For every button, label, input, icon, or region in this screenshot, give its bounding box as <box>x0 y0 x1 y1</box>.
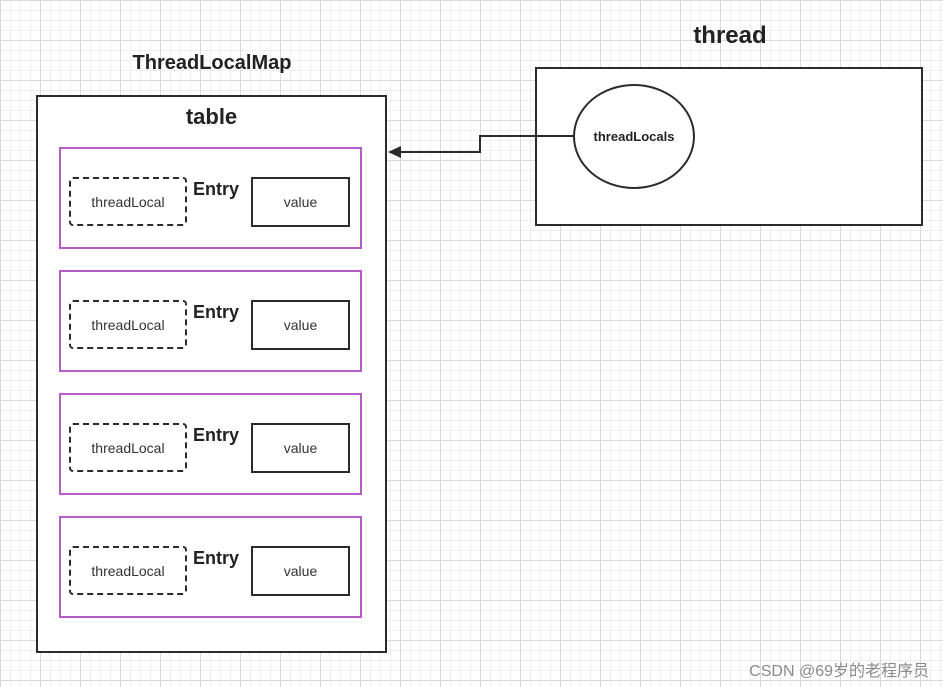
thread-title: thread <box>693 22 767 49</box>
value-box: value <box>251 423 350 473</box>
entry-label: Entry <box>193 548 240 568</box>
entry-box: threadLocal Entry value <box>59 270 362 372</box>
value-box: value <box>251 546 350 596</box>
entry-label: Entry <box>193 302 240 322</box>
value-box: value <box>251 177 350 227</box>
arrowhead-icon <box>388 146 401 158</box>
entry-label: Entry <box>193 425 240 445</box>
threadlocals-ellipse: threadLocals <box>573 84 695 189</box>
threadlocal-key-box: threadLocal <box>69 177 187 226</box>
value-box: value <box>251 300 350 350</box>
table-title: table <box>185 104 238 129</box>
threadlocal-key-box: threadLocal <box>69 423 187 472</box>
entry-box: threadLocal Entry value <box>59 147 362 249</box>
threadlocal-key-box: threadLocal <box>69 300 187 349</box>
threadlocalmap-title: ThreadLocalMap <box>132 52 292 74</box>
threadlocal-key-box: threadLocal <box>69 546 187 595</box>
entry-box: threadLocal Entry value <box>59 516 362 618</box>
watermark: CSDN @69岁的老程序员 <box>749 663 929 680</box>
entry-box: threadLocal Entry value <box>59 393 362 495</box>
entry-label: Entry <box>193 179 240 199</box>
